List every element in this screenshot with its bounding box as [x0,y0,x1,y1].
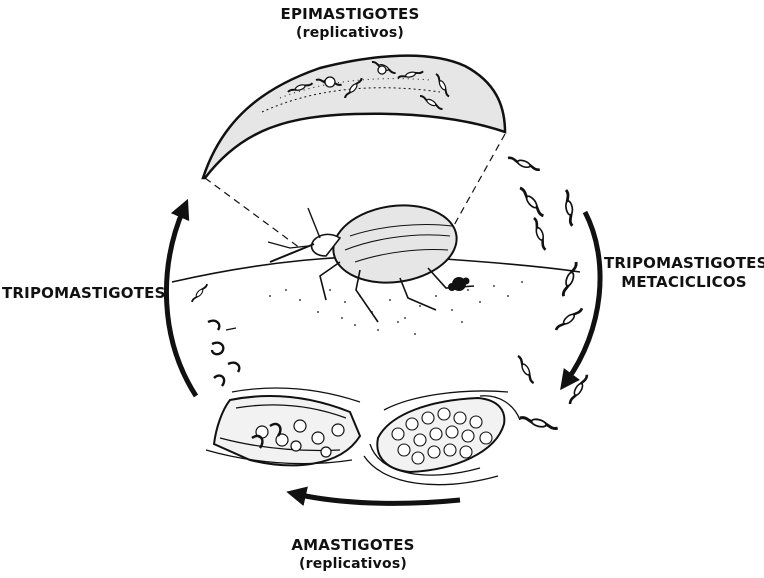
tripomastigotes-metaciclicos-line1: TRIPOMASTIGOTES [604,254,764,272]
trypomastigote-icon [561,188,577,228]
cycle-arrow-bottom-icon [286,486,461,506]
epimastigotes-label: EPIMASTIGOTES (replicativos) [270,5,430,43]
epimastigotes-subtitle: (replicativos) [296,25,404,41]
reduviid-bug-icon [267,204,475,323]
blood-trypomastigotes [189,281,241,387]
cycle-arrow-left-icon [164,198,199,398]
trypomastigote-icon [530,215,550,253]
trypomastigote-icon [517,413,561,433]
metacyclic-trypomastigotes [505,154,591,433]
trypomastigote-icon [516,184,548,220]
cycle-arrow-right-icon [560,210,603,391]
host-cell-left [205,387,362,467]
trypomastigote-icon [189,281,210,305]
amastigotes-label: AMASTIGOTES (replicativos) [278,536,428,574]
trypomastigote-icon [552,304,586,334]
trypomastigote-icon [559,259,581,299]
tripomastigotes-metaciclicos-line2: METACICLICOS [621,273,747,291]
trypomastigote-icon [505,154,543,174]
host-cell-right [363,390,521,486]
trypomastigote-icon [514,353,538,386]
insect-midgut-bubble [201,54,507,180]
amastigotes-title: AMASTIGOTES [291,536,415,554]
epimastigotes-title: EPIMASTIGOTES [280,5,420,23]
tripomastigotes-title: TRIPOMASTIGOTES [2,284,166,302]
tripomastigotes-label: TRIPOMASTIGOTES [2,284,166,303]
tripomastigotes-metaciclicos-label: TRIPOMASTIGOTES METACICLICOS [604,254,764,292]
amastigotes-subtitle: (replicativos) [299,556,407,572]
